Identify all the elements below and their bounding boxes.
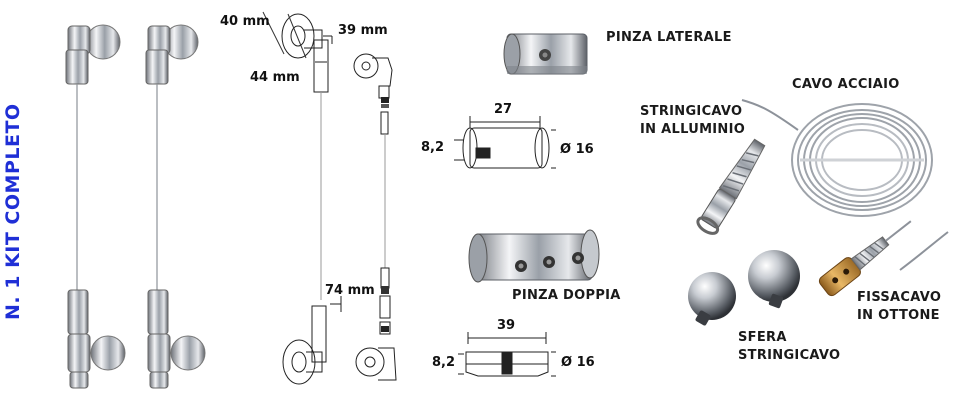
pinza-laterale-photo	[503, 33, 588, 75]
cavo-acciaio-photo	[741, 99, 949, 271]
label-cavo-acciaio: CAVO ACCIAIO	[792, 77, 900, 92]
label-sfera: SFERA	[738, 330, 787, 345]
label-in-ottone: IN OTTONE	[857, 308, 940, 323]
label-stringicavo-sfera: STRINGICAVO	[738, 348, 841, 363]
label-pinza-laterale: PINZA LATERALE	[606, 30, 732, 45]
pinza-doppia-photo	[468, 229, 600, 283]
dimension-40mm: 40 mm	[220, 14, 270, 29]
assembly-small-parts	[381, 97, 389, 332]
dimension-8-2-doppia: 8,2	[432, 355, 456, 370]
dimension-39mm: 39 mm	[338, 23, 388, 38]
dimension-39: 39	[497, 318, 516, 333]
label-in-alluminio: IN ALLUMINIO	[640, 122, 746, 137]
dimension-27: 27	[494, 102, 513, 117]
sfera-stringicavo-photo	[688, 250, 800, 326]
dimension-44mm: 44 mm	[250, 70, 300, 85]
dimension-74mm: 74 mm	[325, 283, 375, 298]
pinza-laterale-drawing	[454, 116, 556, 169]
fissacavo-ottone-photo	[818, 220, 912, 297]
label-pinza-doppia: PINZA DOPPIA	[512, 288, 621, 303]
pinza-doppia-drawing	[458, 332, 556, 377]
stringicavo-alluminio-photo	[696, 138, 766, 235]
label-fissacavo: FISSACAVO	[857, 290, 942, 305]
dimension-8-2-laterale: 8,2	[421, 140, 445, 155]
assembly-drawing	[262, 11, 397, 385]
kit-1	[65, 24, 126, 389]
kit-2	[145, 24, 206, 389]
label-stringicavo: STRINGICAVO	[640, 104, 743, 119]
dimension-diameter-16-laterale: Ø 16	[560, 142, 594, 157]
dimension-diameter-16-doppia: Ø 16	[561, 355, 595, 370]
